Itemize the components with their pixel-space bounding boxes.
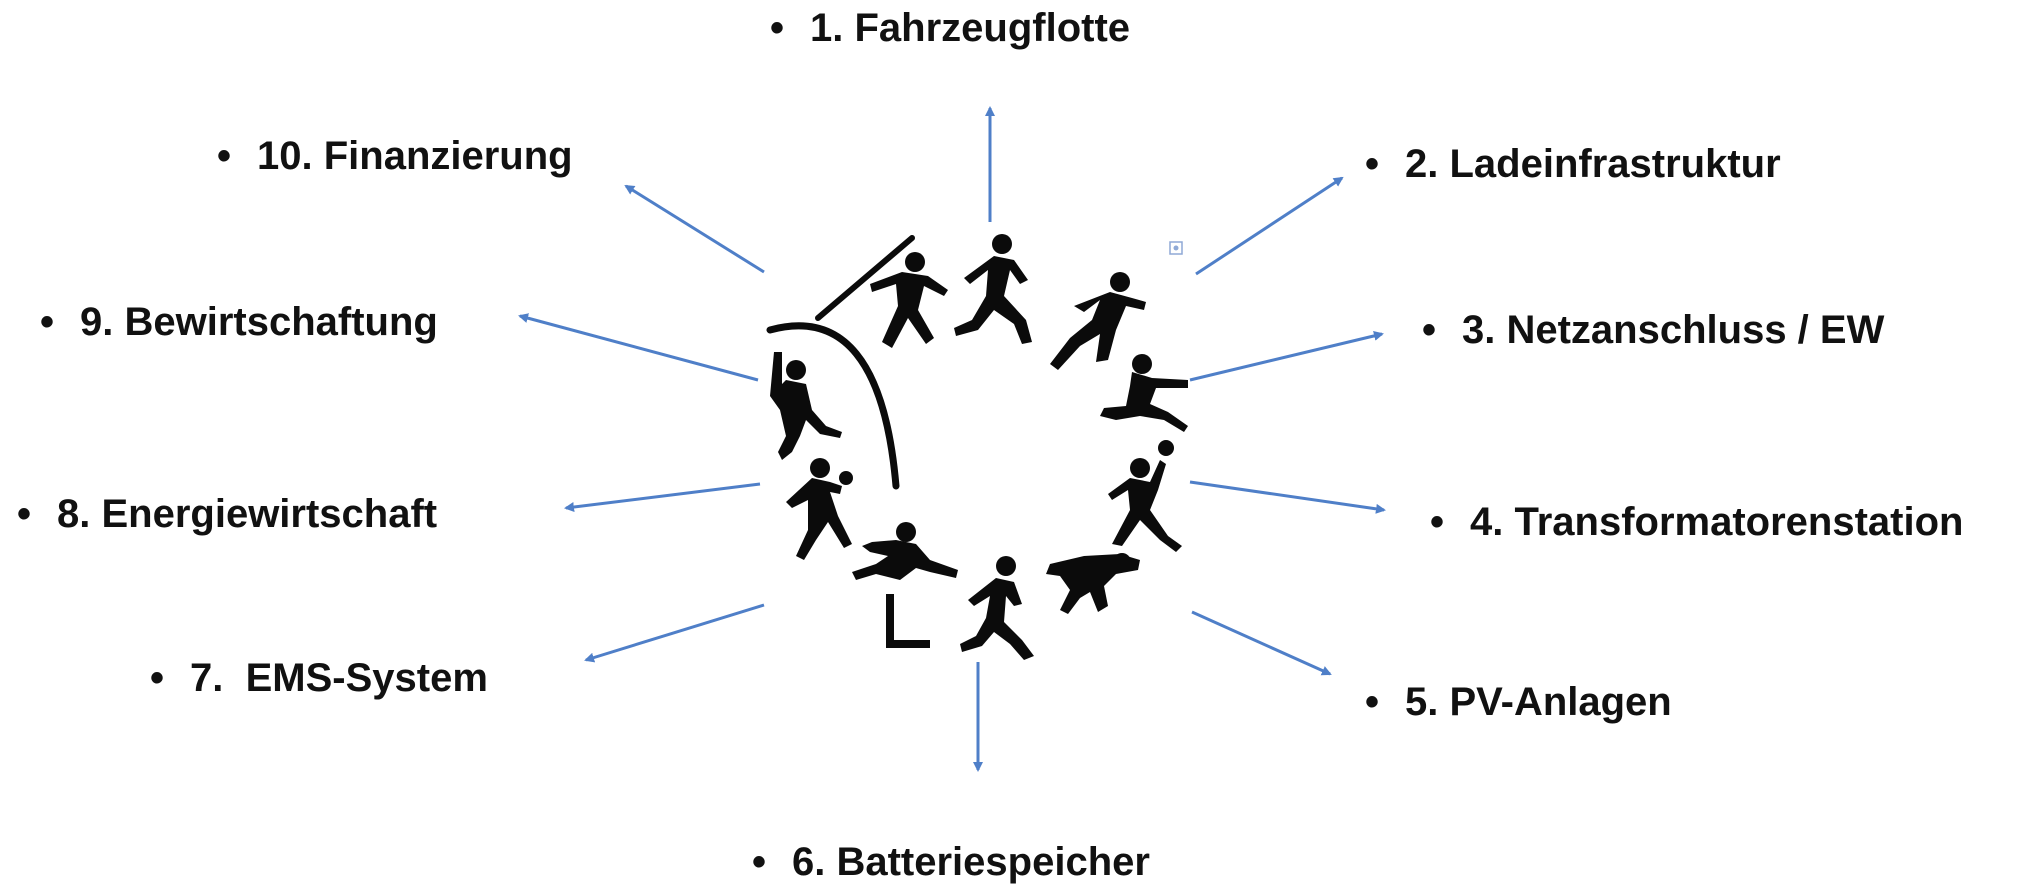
item-label-netzanschluss: • 3. Netzanschluss / EW — [1422, 306, 1884, 354]
high-jumper-icon — [1046, 553, 1140, 614]
arrow-4 — [1189, 480, 1386, 514]
bullet: • — [17, 492, 32, 536]
item-label-finanzierung: • 10. Finanzierung — [217, 132, 573, 180]
item-text: 9. Bewirtschaftung — [80, 300, 438, 344]
arrow-10 — [624, 184, 765, 274]
item-text: 10. Finanzierung — [257, 134, 573, 178]
item-label-pv-anlagen: • 5. PV-Anlagen — [1365, 678, 1672, 726]
item-text: 8. Energiewirtschaft — [57, 492, 438, 536]
pole-vaulter-icon — [766, 322, 900, 490]
arrow-8 — [564, 482, 761, 512]
bullet: • — [1430, 500, 1445, 544]
item-label-ems-system: • 7. EMS-System — [150, 654, 488, 702]
hurdler-icon — [852, 522, 958, 648]
item-label-fahrzeugflotte: • 1. Fahrzeugflotte — [770, 4, 1130, 52]
item-label-bewirtschaftung: • 9. Bewirtschaftung — [40, 298, 438, 346]
item-text: 6. Batteriespeicher — [792, 840, 1150, 884]
arrow-9 — [518, 313, 759, 382]
bullet: • — [1422, 308, 1437, 352]
item-text: 2. Ladeinfrastruktur — [1405, 142, 1781, 186]
long-jumper-icon — [1100, 354, 1188, 432]
arrow-3 — [1189, 331, 1384, 382]
javelin-thrower-icon — [815, 235, 948, 348]
bullet: • — [40, 300, 55, 344]
item-text: 3. Netzanschluss / EW — [1462, 308, 1885, 352]
item-label-batteriespeicher: • 6. Batteriespeicher — [752, 838, 1150, 886]
item-text: 1. Fahrzeugflotte — [810, 6, 1131, 50]
shot-putter-icon — [1108, 440, 1182, 552]
item-text: 7. EMS-System — [190, 656, 488, 700]
arrow-2 — [1195, 176, 1344, 276]
arrow-5 — [1191, 610, 1332, 676]
discus-thrower-icon — [786, 458, 853, 560]
bullet: • — [1365, 680, 1380, 724]
sprinter-bottom-icon — [960, 556, 1034, 660]
item-label-ladeinfrastruktur: • 2. Ladeinfrastruktur — [1365, 140, 1781, 188]
item-text: 4. Transformatorenstation — [1470, 500, 1964, 544]
arrows — [518, 106, 1386, 772]
arrow-7 — [584, 603, 765, 663]
bullet: • — [752, 840, 767, 884]
item-text: 5. PV-Anlagen — [1405, 680, 1672, 724]
bullet: • — [150, 656, 165, 700]
bullet: • — [770, 6, 785, 50]
athletes-circle — [766, 234, 1188, 660]
sprinter-icon — [954, 234, 1032, 344]
bullet: • — [217, 134, 232, 178]
runner-icon — [1050, 272, 1146, 370]
selection-marker-icon — [1169, 241, 1183, 255]
item-label-transformatorenstation: • 4. Transformatorenstation — [1430, 498, 1963, 546]
item-label-energiewirtschaft: • 8. Energiewirtschaft — [17, 490, 437, 538]
bullet: • — [1365, 142, 1380, 186]
